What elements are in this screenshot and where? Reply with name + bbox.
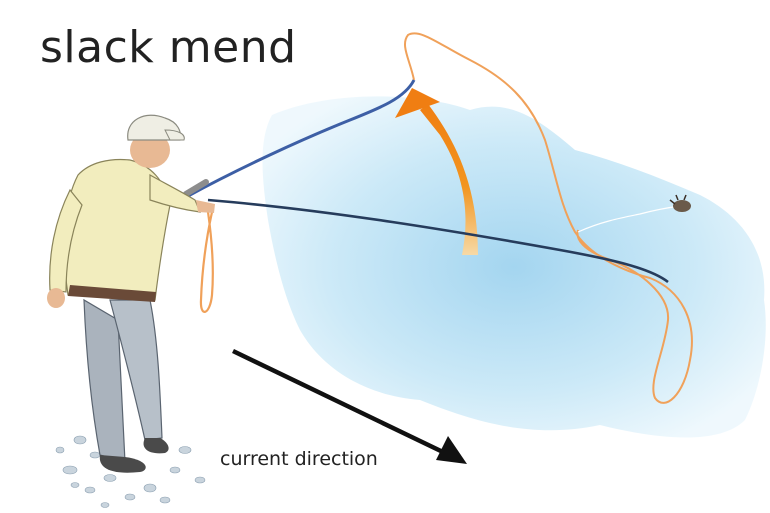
leader xyxy=(577,205,681,233)
mend-arrow xyxy=(395,88,478,255)
water-surface xyxy=(262,96,766,438)
fly-line-on-water xyxy=(207,198,669,284)
current-direction-arrow xyxy=(232,348,467,464)
slack-fly-line xyxy=(199,211,214,313)
gravel-patch xyxy=(55,435,206,508)
current-direction-label: current direction xyxy=(220,448,378,470)
page-title: slack mend xyxy=(40,22,297,73)
angler-figure xyxy=(47,114,215,473)
fly-rod xyxy=(187,79,416,198)
fly-icon xyxy=(669,194,691,212)
mended-fly-line xyxy=(404,32,693,404)
